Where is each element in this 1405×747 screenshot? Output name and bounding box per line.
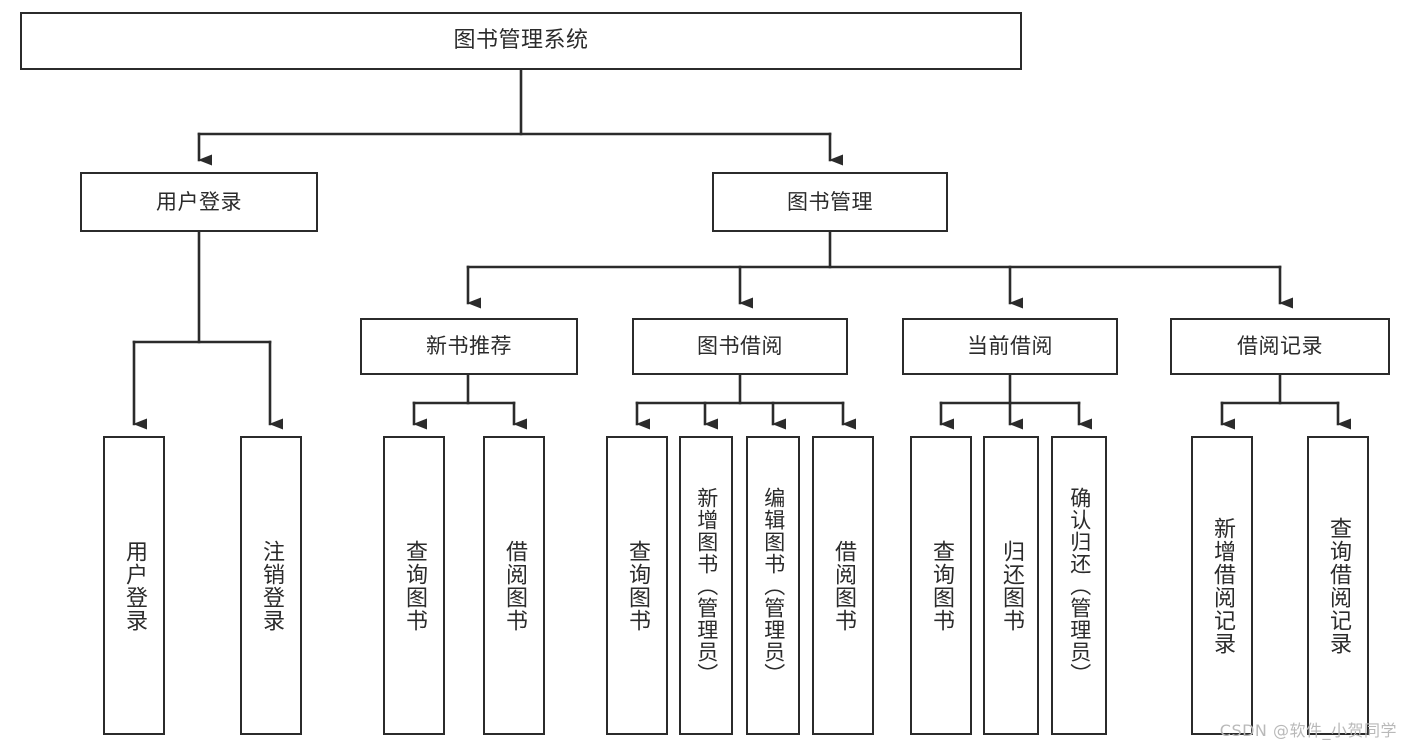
node-label: 图书管理 [787, 189, 873, 214]
node-book-borrow[interactable]: 图书借阅 [632, 318, 848, 375]
node-leaf-edit-book-admin[interactable]: 编辑图书（管理员） [746, 436, 800, 735]
node-leaf-logout-login[interactable]: 注销登录 [240, 436, 302, 735]
node-leaf-query-book-2[interactable]: 查询图书 [606, 436, 668, 735]
node-leaf-query-borrow-record[interactable]: 查询借阅记录 [1307, 436, 1369, 735]
node-label: 用户登录 [121, 539, 147, 632]
node-book-manage[interactable]: 图书管理 [712, 172, 948, 232]
node-label: 借阅图书 [830, 539, 856, 632]
node-label: 确认归还（管理员） [1067, 486, 1092, 685]
node-new-book-recommend[interactable]: 新书推荐 [360, 318, 578, 375]
node-leaf-borrow-book-1[interactable]: 借阅图书 [483, 436, 545, 735]
node-label: 用户登录 [156, 189, 242, 214]
node-label: 借阅图书 [501, 539, 527, 632]
node-leaf-confirm-return-admin[interactable]: 确认归还（管理员） [1051, 436, 1107, 735]
node-label: 新书推荐 [426, 334, 512, 359]
node-leaf-borrow-book-2[interactable]: 借阅图书 [812, 436, 874, 735]
node-borrow-record[interactable]: 借阅记录 [1170, 318, 1390, 375]
node-leaf-add-borrow-record[interactable]: 新增借阅记录 [1191, 436, 1253, 735]
node-leaf-query-book-3[interactable]: 查询图书 [910, 436, 972, 735]
node-label: 图书管理系统 [453, 28, 589, 54]
csdn-watermark: CSDN @软件_小贺同学 [1219, 721, 1397, 740]
node-label: 当前借阅 [967, 334, 1053, 359]
node-leaf-return-book[interactable]: 归还图书 [983, 436, 1039, 735]
node-label: 查询借阅记录 [1325, 516, 1351, 655]
node-label: 借阅记录 [1237, 334, 1323, 359]
node-current-borrow[interactable]: 当前借阅 [902, 318, 1118, 375]
node-label: 新增图书（管理员） [694, 486, 719, 685]
node-label: 查询图书 [624, 539, 650, 632]
node-label: 新增借阅记录 [1209, 516, 1235, 655]
node-user-login[interactable]: 用户登录 [80, 172, 318, 232]
node-label: 归还图书 [998, 539, 1024, 632]
node-label: 图书借阅 [697, 334, 783, 359]
node-label: 编辑图书（管理员） [761, 486, 786, 685]
node-leaf-query-book-1[interactable]: 查询图书 [383, 436, 445, 735]
node-label: 注销登录 [258, 539, 284, 632]
node-leaf-user-login[interactable]: 用户登录 [103, 436, 165, 735]
node-leaf-add-book-admin[interactable]: 新增图书（管理员） [679, 436, 733, 735]
node-label: 查询图书 [928, 539, 954, 632]
node-root-system[interactable]: 图书管理系统 [20, 12, 1022, 70]
node-label: 查询图书 [401, 539, 427, 632]
